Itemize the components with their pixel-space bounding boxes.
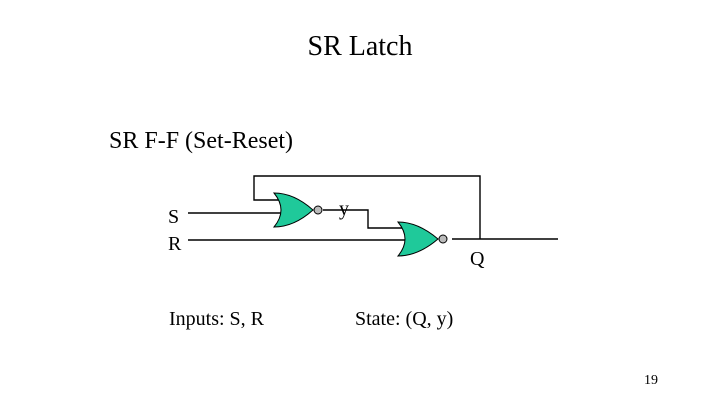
input-r-label: R <box>168 233 182 255</box>
input-s-label: S <box>168 206 180 228</box>
nor-gate-2-body <box>396 221 439 257</box>
slide-title: SR Latch <box>307 31 413 62</box>
nor-gate-1 <box>272 192 323 228</box>
page-number: 19 <box>644 373 658 388</box>
wire-feedback-loop <box>253 175 481 239</box>
internal-y-label: y <box>339 198 349 220</box>
state-description: State: (Q, y) <box>355 308 454 330</box>
nor-gate-1-bubble <box>313 205 323 215</box>
nor-gate-2 <box>396 221 448 257</box>
nor-gate-1-body <box>272 192 314 228</box>
nor-gate-2-bubble <box>438 234 448 244</box>
inputs-description: Inputs: S, R <box>169 308 265 330</box>
wire-y-net <box>323 209 406 229</box>
slide-subtitle: SR F-F (Set-Reset) <box>109 128 294 154</box>
output-q-label: Q <box>470 248 485 270</box>
